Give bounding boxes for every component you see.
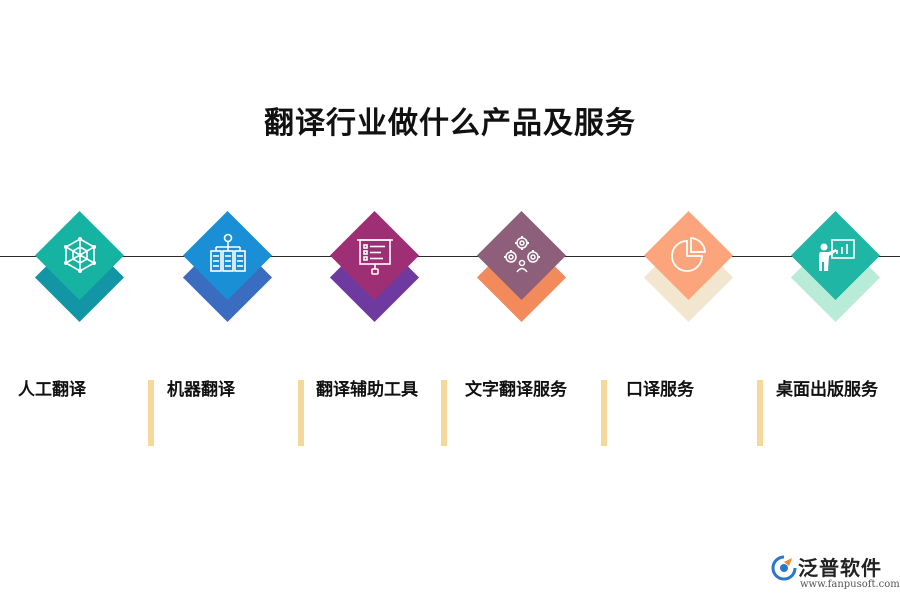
gears-people-icon (504, 236, 540, 273)
separator-bar (441, 380, 447, 446)
cube-network-icon (64, 237, 96, 273)
separator-bar (298, 380, 304, 446)
presenter-chart-icon (819, 239, 855, 271)
logo-name: 泛普软件 (798, 556, 882, 580)
logo-mark-icon (771, 555, 797, 581)
timeline-line (0, 256, 900, 257)
item-label: 翻译辅助工具 (316, 380, 418, 400)
separator-bar (148, 380, 154, 446)
pie-chart-icon (671, 237, 706, 272)
logo-url: www.fanpusoft.com (800, 579, 900, 590)
presentation-board-icon (357, 239, 393, 275)
item-label: 桌面出版服务 (776, 380, 878, 400)
item-label: 机器翻译 (167, 380, 235, 400)
node-machine-translation (164, 210, 284, 323)
item-label: 文字翻译服务 (465, 380, 567, 400)
brand-logo: 泛普软件 www.fanpusoft.com (770, 552, 900, 596)
node-text-translation-service (458, 210, 578, 323)
node-interpretation-service (625, 210, 745, 323)
node-manual-translation (16, 210, 136, 323)
item-label: 人工翻译 (18, 380, 86, 400)
item-label: 口译服务 (626, 380, 694, 400)
node-desktop-publishing-service (772, 210, 892, 323)
node-translation-tools (311, 210, 431, 323)
separator-bar (601, 380, 607, 446)
page-title: 翻译行业做什么产品及服务 (264, 106, 636, 141)
server-network-icon (210, 233, 246, 272)
separator-bar (757, 380, 763, 446)
